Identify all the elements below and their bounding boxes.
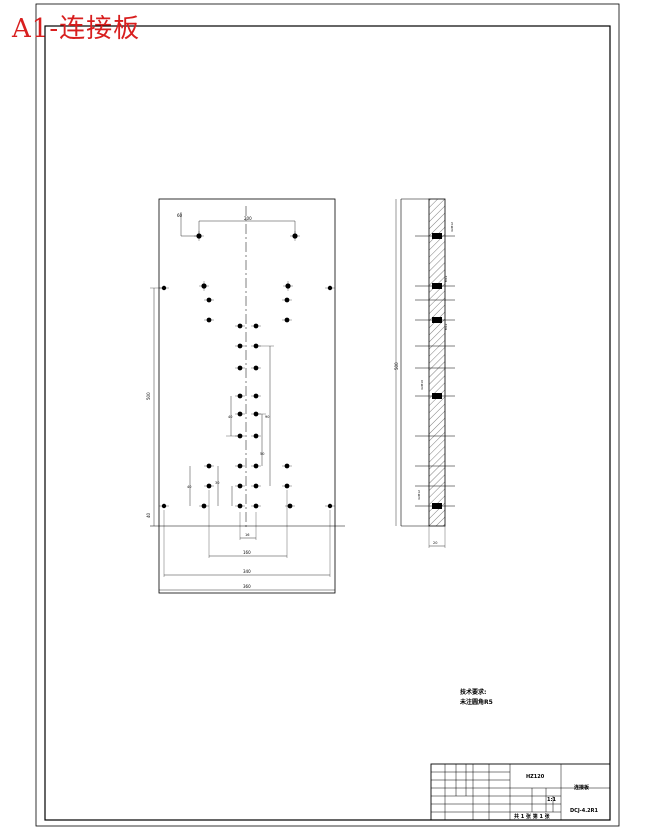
svg-text:30: 30 bbox=[215, 481, 219, 485]
svg-text:340: 340 bbox=[243, 569, 251, 574]
title-block-model: HZ120 bbox=[526, 774, 545, 780]
svg-text:4xM10: 4xM10 bbox=[420, 380, 424, 390]
svg-text:200: 200 bbox=[244, 216, 252, 221]
svg-text:4xM12: 4xM12 bbox=[417, 490, 421, 500]
sheet-title: A1-连接板 bbox=[12, 14, 141, 44]
side-section-hatch bbox=[428, 198, 446, 527]
svg-text:160: 160 bbox=[243, 550, 251, 555]
svg-text:360: 360 bbox=[243, 584, 251, 589]
notes-heading: 技术要求: bbox=[460, 689, 487, 696]
side-view: 4xM12 M12 M12 4xM10 4xM12 500 20 bbox=[394, 198, 455, 548]
svg-text:500: 500 bbox=[146, 392, 151, 400]
svg-text:4xM12: 4xM12 bbox=[450, 222, 454, 232]
title-block-part-name: 连接板 bbox=[574, 785, 590, 791]
svg-text:20: 20 bbox=[433, 541, 437, 545]
svg-text:M12: M12 bbox=[444, 324, 448, 330]
svg-text:60: 60 bbox=[177, 213, 183, 218]
svg-text:M12: M12 bbox=[444, 276, 448, 282]
svg-text:40: 40 bbox=[146, 512, 151, 518]
notes-line: 未注圆角R5 bbox=[460, 699, 493, 706]
title-block-scale: 1:1 bbox=[547, 797, 556, 803]
technical-notes: 技术要求: 未注圆角R5 bbox=[460, 688, 493, 708]
svg-text:50: 50 bbox=[260, 452, 264, 456]
title-block bbox=[430, 763, 611, 821]
title-block-drawing-no: DCJ-4.2R1 bbox=[570, 808, 598, 814]
front-view: 200 60 bbox=[146, 198, 345, 594]
inner-frame bbox=[44, 25, 611, 821]
title-block-sheet-count: 共 1 张 第 1 张 bbox=[514, 814, 550, 820]
svg-text:40: 40 bbox=[187, 485, 191, 489]
outer-border bbox=[35, 3, 620, 827]
front-view-outline bbox=[158, 198, 336, 594]
svg-text:40: 40 bbox=[228, 415, 232, 419]
svg-text:90: 90 bbox=[265, 415, 269, 419]
svg-text:500: 500 bbox=[394, 362, 399, 370]
svg-text:16: 16 bbox=[245, 533, 249, 537]
